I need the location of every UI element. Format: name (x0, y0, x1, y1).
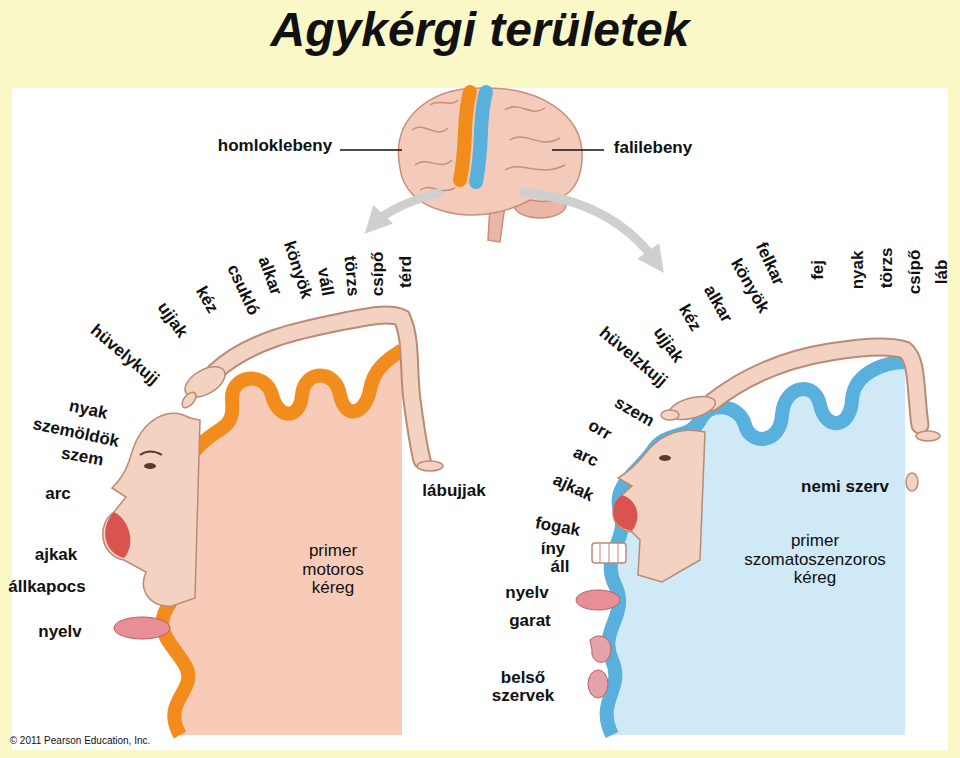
genital (906, 473, 918, 491)
lips (613, 495, 637, 531)
motor-cortex-section (162, 350, 402, 735)
face (613, 430, 705, 582)
region-label: primer motoros kéreg (283, 542, 383, 598)
part-label: törzs (878, 248, 896, 289)
limb (712, 347, 920, 425)
sensory-cortex-fill (607, 362, 905, 735)
part-label: homloklebeny (218, 137, 332, 155)
motor-strip (460, 92, 470, 180)
copyright-note: © 2011 Pearson Education, Inc. (10, 736, 151, 747)
tongue (576, 590, 620, 610)
sensory-cortex-band (607, 362, 905, 735)
viscera (588, 670, 608, 698)
brain-figure (340, 88, 604, 242)
sensory-strip (476, 92, 486, 182)
part-label: belső szervek (483, 669, 563, 705)
leader-line (552, 149, 604, 151)
thumb (661, 410, 679, 420)
limb-outline (712, 347, 920, 425)
part-label: láb (933, 260, 951, 285)
teeth-lines (600, 543, 618, 563)
lips (105, 512, 130, 558)
part-label: nemi szerv (801, 478, 889, 496)
part-label: nyak (849, 251, 867, 290)
foot (417, 461, 443, 471)
grey-arrow (374, 192, 442, 224)
tongue (114, 617, 170, 639)
part-label: ajkak (35, 546, 78, 564)
motor-cortex-band (162, 350, 402, 735)
part-label: fej (809, 260, 827, 280)
part-label: lábujjak (422, 482, 485, 500)
leader-line (340, 149, 402, 151)
eye (659, 455, 671, 461)
cortex-region: primer motoros kéreg (279, 538, 387, 602)
part-label: nyelv (505, 584, 548, 602)
part-label: csípő (369, 252, 387, 296)
white-panel (12, 88, 948, 750)
thumb (179, 390, 198, 410)
sensory-cortex-section (607, 362, 905, 735)
part-label: törzs (340, 255, 361, 297)
sensory-homunculus (576, 347, 940, 698)
cortex-region: primer szomatoszenzoros kéreg (724, 528, 907, 592)
part-label: íny (541, 540, 566, 558)
region-label: primer szomatoszenzoros kéreg (728, 532, 903, 588)
part-label: garat (509, 612, 551, 630)
part-label: csípő (906, 250, 924, 294)
teeth (592, 543, 626, 563)
title: Agykérgi területek (271, 5, 690, 55)
limb-outline (215, 315, 422, 460)
eye (144, 463, 156, 469)
eyebrow (140, 452, 162, 456)
limb (215, 315, 422, 460)
part-label: állkapocs (8, 578, 86, 596)
foot (916, 431, 940, 441)
part-label: nyelv (38, 623, 81, 641)
part-label: arc (45, 485, 71, 503)
motor-homunculus (103, 315, 443, 639)
part-label: váll (314, 266, 336, 297)
part-label: térd (397, 256, 415, 288)
part-label: falilebeny (614, 139, 692, 157)
part-label: áll (551, 558, 570, 576)
motor-cortex-fill (162, 350, 402, 735)
grey-arrow (520, 192, 656, 262)
pharynx (590, 636, 611, 662)
